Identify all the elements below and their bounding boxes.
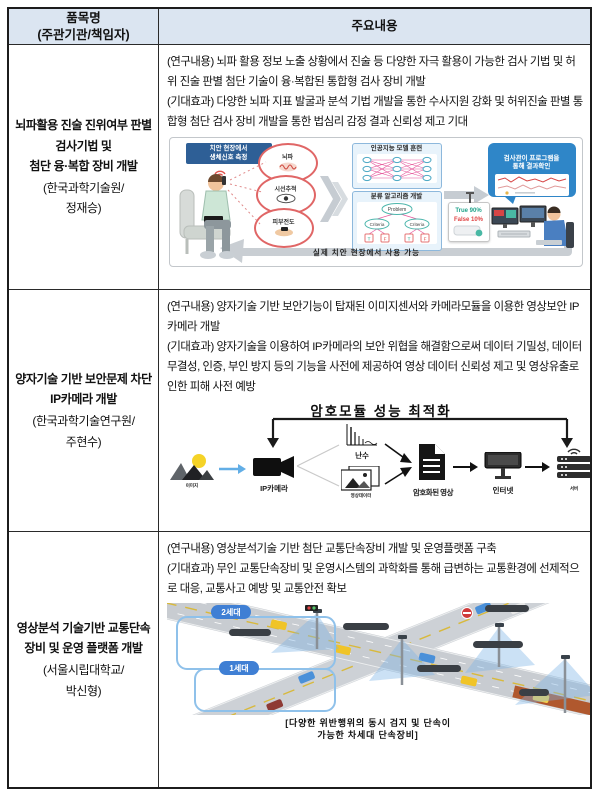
arrow-to-internet-icon — [453, 462, 478, 473]
traffic-enforcement-figure: 2세대 1세대 [다양한 위반행위의 동시 검지 및 단속이 가능한 차세대 단… — [159, 533, 590, 772]
row3-item-cell: 영상분석 기술기반 교통단속 장비 및 운영 플랫폼 개발 (서울시립대학교/ … — [9, 532, 159, 787]
inspector-at-desk-illustration — [491, 205, 574, 249]
server-label: 서버 — [569, 486, 579, 492]
skin-conductance-label: 피부전도 — [272, 219, 295, 226]
leaf-4: F — [423, 236, 426, 241]
fork-lines — [297, 444, 340, 487]
arrow-to-server-icon — [525, 462, 550, 473]
row1-item-title: 뇌파활용 진술 진위여부 판별 검사기법 및 첨단 융·복합 장비 개발 — [15, 117, 152, 174]
ip-camera-icon — [253, 456, 294, 479]
crypto-module-flow-figure: 암호모듈 성능 최적화 이미지 — [167, 400, 590, 522]
true-rate-value: True 90% — [455, 208, 482, 215]
traffic-light-icon — [305, 605, 318, 612]
row1-item-org: (한국과학기술원/ 정재승) — [42, 180, 124, 216]
header-main-content: 주요내용 — [159, 9, 590, 45]
chevron-forward-icon — [319, 176, 348, 223]
internet-monitor-icon — [484, 452, 522, 480]
tree-right-label: Criteria — [409, 222, 424, 227]
ai-model-training-title: 인공지능 모델 훈련 — [370, 145, 423, 153]
image-label: 이미지 — [185, 483, 199, 489]
gen1-label: 1세대 — [229, 663, 248, 673]
internet-label: 인터넷 — [492, 486, 514, 496]
neural-network-diagram — [356, 153, 437, 183]
video-data-icon — [341, 466, 380, 491]
row2-item-org: (한국과학기술연구원/ 주현수) — [32, 414, 135, 449]
intersection-illustration: 2세대 1세대 — [159, 533, 590, 772]
gen1-highlight-outline — [194, 668, 336, 713]
brainwave-pipeline-figure: 치안 현장에서 생체신호 측정 — [168, 137, 583, 268]
optimization-bracket-arrows — [267, 418, 573, 449]
skin-conductance-signal-badge: 피부전도 — [253, 208, 314, 249]
server-icon — [557, 448, 590, 479]
flow-arrow-icon — [443, 186, 489, 205]
classification-algorithm-title: 분류 알고리즘 개발 — [370, 193, 423, 201]
crypto-optimization-title: 암호모듈 성능 최적화 — [310, 404, 452, 420]
row3-item-title: 영상분석 기술기반 교통단속 장비 및 운영 플랫폼 개발 — [16, 620, 151, 656]
seated-person-illustration — [179, 174, 235, 260]
leaf-1: T — [367, 236, 370, 241]
random-number-signal-icon — [346, 424, 378, 446]
printer-device-icon — [453, 225, 482, 237]
road-label-pills — [229, 605, 549, 697]
row1-item-cell: 뇌파활용 진술 진위여부 판별 검사기법 및 첨단 융·복합 장비 개발 (한국… — [9, 45, 159, 290]
false-rate-value: False 10% — [453, 216, 484, 223]
converge-arrows — [384, 443, 412, 485]
tree-left-label: Criteria — [369, 222, 384, 227]
hand-sensor-icon — [274, 226, 293, 237]
no-entry-sign-icon — [461, 607, 473, 620]
gen2-label: 2세대 — [221, 607, 240, 617]
inspector-callout-text: 검사관이 프로그램을 통해 결과확인 — [503, 154, 560, 171]
row2-content-text: (연구내용) 양자기술 기반 보안기능이 탑재된 이미지센서와 카메라모듈을 이… — [167, 301, 582, 394]
brainwave-label: 뇌파 — [281, 154, 294, 161]
biosignal-measure-callout: 치안 현장에서 생체신호 측정 — [185, 143, 272, 165]
research-items-table: 품목명 (주관기관/책임자) 주요내용 뇌파활용 진술 진위여부 판별 검사기법… — [7, 7, 592, 789]
brainwave-icon — [278, 162, 297, 172]
fig3-caption: [다양한 위반행위의 동시 검지 및 단속이 가능한 차세대 단속장비] — [285, 718, 451, 741]
eyetracking-label: 시선추적 — [274, 186, 297, 193]
header-item-name: 품목명 (주관기관/책임자) — [9, 9, 159, 45]
signal-connector-lines — [227, 161, 266, 225]
encrypted-video-label: 암호화된 영상 — [413, 488, 453, 498]
gen1-pill — [219, 661, 259, 676]
fig1-caption: 실제 치안 현장에서 사용 가능 — [312, 248, 421, 258]
decision-tree-diagram: Problem Criteria Criteria T F T F — [356, 201, 437, 244]
tree-root-label: Problem — [387, 207, 406, 213]
row3-content-cell: (연구내용) 영상분석기술 기반 첨단 교통단속장비 개발 및 운영플랫폼 구축… — [159, 532, 590, 787]
random-number-label: 난수 — [355, 451, 369, 461]
gen2-pill — [211, 605, 251, 620]
eye-icon — [276, 193, 295, 203]
video-data-label: 영상데이터 — [350, 493, 372, 499]
blue-arrow-icon — [219, 464, 246, 475]
classification-algorithm-box: 분류 알고리즘 개발 Problem Criteria Criteria — [351, 191, 442, 252]
row1-content-cell: (연구내용) 뇌파 활용 정보 노출 상황에서 진술 등 다양한 자극 활용이 … — [159, 45, 590, 290]
ai-model-training-box: 인공지능 모델 훈련 — [351, 143, 442, 190]
image-source-icon — [170, 454, 214, 481]
ip-camera-label: IP카메라 — [260, 484, 288, 494]
row2-item-cell: 양자기술 기반 보안문제 차단 IP카메라 개발 (한국과학기술연구원/ 주현수… — [9, 290, 159, 532]
leaf-3: T — [407, 236, 410, 241]
row1-content-text: (연구내용) 뇌파 활용 정보 노출 상황에서 진술 등 다양한 자극 활용이 … — [167, 56, 583, 129]
row2-content-cell: (연구내용) 양자기술 기반 보안기능이 탑재된 이미지센서와 카메라모듈을 이… — [159, 290, 590, 532]
result-card-stand — [465, 192, 474, 204]
leaf-2: F — [383, 236, 386, 241]
row2-item-title: 양자기술 기반 보안문제 차단 IP카메라 개발 — [15, 371, 152, 407]
row3-item-org: (서울시립대학교/ 박신형) — [42, 663, 124, 698]
inspector-result-callout: 검사관이 프로그램을 통해 결과확인 — [487, 143, 576, 205]
detection-result-card: True 90% False 10% — [447, 192, 490, 243]
waveform-chart-icon — [494, 173, 569, 196]
encrypted-video-doc-icon — [419, 444, 445, 481]
row3-content-text: (연구내용) 영상분석기술 기반 첨단 교통단속장비 개발 및 운영플랫폼 구축… — [167, 543, 580, 596]
